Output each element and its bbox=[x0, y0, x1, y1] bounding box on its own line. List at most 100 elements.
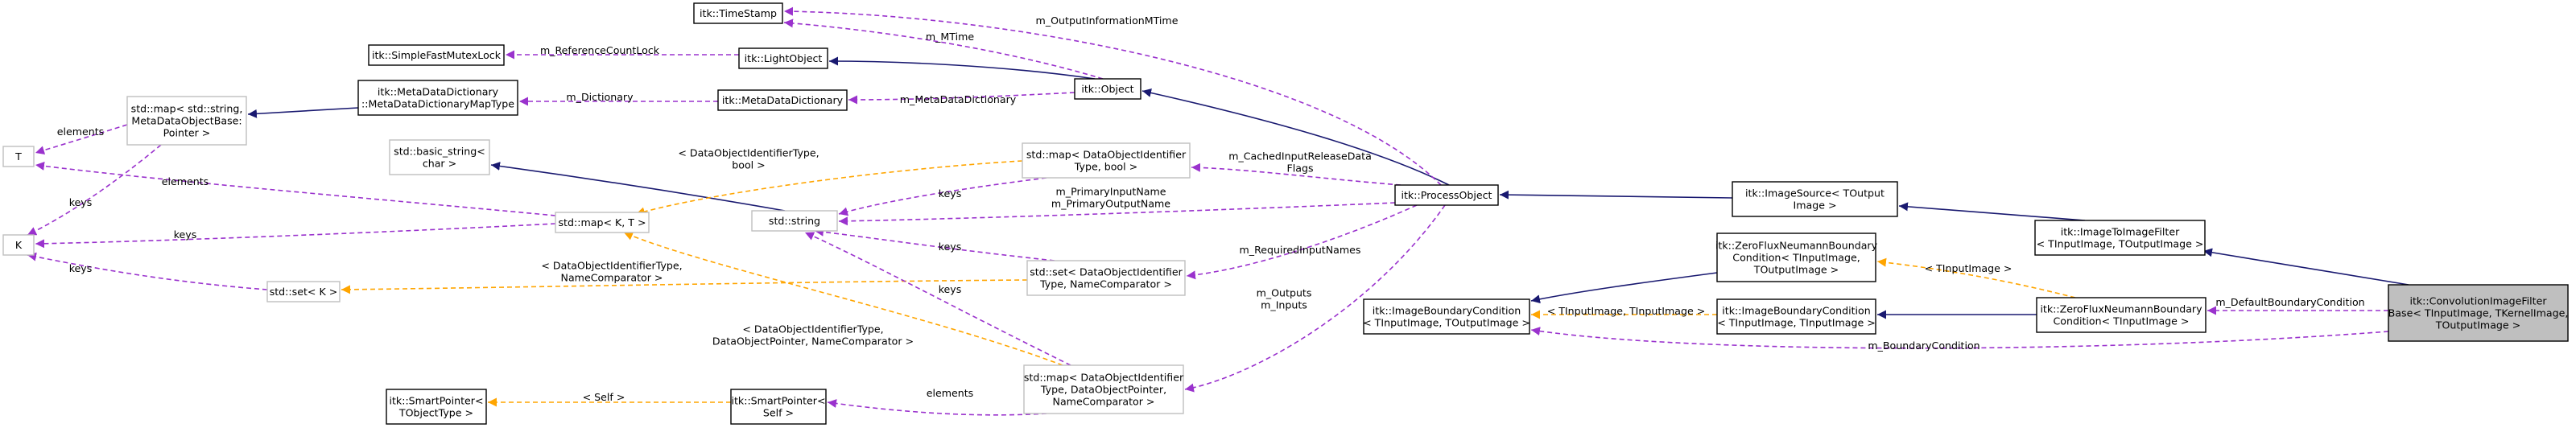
node-T[interactable]: T bbox=[2, 146, 35, 167]
imgfilter-imgsource-edge bbox=[1898, 202, 2086, 221]
node-label: itk::ImageBoundaryCondition bbox=[1722, 305, 1870, 317]
mapdop-mapKT-edge: < DataObjectIdentifierType,DataObjectPoi… bbox=[623, 232, 1063, 366]
edge-label: DataObjectPointer, NameComparator > bbox=[712, 335, 914, 348]
node-box bbox=[2388, 284, 2569, 342]
mddict-mddicttype-edge: m_Dictionary bbox=[519, 91, 718, 106]
node-label: itk::ImageSource< TOutput bbox=[1745, 187, 1885, 200]
node-mapdop[interactable]: std::map< DataObjectIdentifierType, Data… bbox=[1023, 364, 1184, 414]
node-box bbox=[2, 234, 35, 256]
node-setdoit[interactable]: std::set< DataObjectIdentifierType, Name… bbox=[1026, 260, 1186, 296]
node-lightobj[interactable]: itk::LightObject bbox=[738, 47, 828, 69]
node-basicstr[interactable]: std::basic_string<char > bbox=[389, 139, 490, 175]
edge-label: m_PrimaryInputName bbox=[1056, 186, 1166, 198]
conv-zfnbin-edge: m_DefaultBoundaryCondition bbox=[2207, 296, 2388, 315]
node-smartT[interactable]: itk::SmartPointer<TObjectType > bbox=[386, 389, 487, 425]
node-setK[interactable]: std::set< K > bbox=[266, 281, 341, 302]
node-mutex[interactable]: itk::SimpleFastMutexLock bbox=[368, 44, 505, 66]
edge-line bbox=[783, 6, 1442, 186]
edge-line bbox=[827, 399, 1047, 416]
node-imgfilter[interactable]: itk::ImageToImageFilter< TInputImage, TO… bbox=[2034, 220, 2206, 256]
node-stdstring[interactable]: std::string bbox=[751, 210, 838, 232]
node-mapKT[interactable]: std::map< K, T > bbox=[555, 212, 650, 233]
edges-layer: m_DefaultBoundaryCondition m_BoundaryCond… bbox=[27, 6, 2409, 416]
node-label: < TInputImage, TInputImage > bbox=[1717, 317, 1876, 329]
node-label: itk::SimpleFastMutexLock bbox=[372, 49, 502, 61]
edge-line bbox=[838, 202, 1396, 226]
node-box bbox=[1363, 298, 1530, 335]
node-box bbox=[389, 139, 490, 175]
edge-line bbox=[838, 177, 1047, 216]
node-smartself[interactable]: itk::SmartPointer<Self > bbox=[730, 389, 827, 425]
node-label: Type, DataObjectPointer, bbox=[1040, 384, 1166, 396]
edge-label: Flags bbox=[1286, 163, 1313, 175]
node-mddict[interactable]: itk::MetaDataDictionary bbox=[717, 89, 848, 111]
node-box bbox=[266, 281, 341, 302]
node-box bbox=[555, 212, 650, 233]
edge-label: m_Dictionary bbox=[566, 91, 634, 103]
node-mapbool[interactable]: std::map< DataObjectIdentifierType, bool… bbox=[1022, 142, 1191, 179]
procobj-timestamp-edge: m_OutputInformationMTime bbox=[783, 6, 1442, 186]
edge-line bbox=[1186, 204, 1418, 280]
edge-line bbox=[814, 227, 1055, 261]
edge-line bbox=[623, 232, 1063, 366]
node-box bbox=[1023, 364, 1184, 414]
node-box bbox=[1026, 260, 1186, 296]
node-label: itk::ConvolutionImageFilter bbox=[2409, 295, 2547, 307]
procobj-setdoit-edge: m_RequiredInputNames bbox=[1186, 204, 1418, 280]
node-label: itk::TimeStamp bbox=[700, 7, 777, 19]
node-label: T bbox=[14, 150, 22, 163]
node-label: TOutputImage > bbox=[2435, 319, 2520, 331]
node-label: std::set< DataObjectIdentifier bbox=[1030, 266, 1183, 278]
node-stdmapstr[interactable]: std::map< std::string,MetaDataObjectBase… bbox=[126, 96, 247, 146]
node-box bbox=[717, 89, 848, 111]
node-label: TObjectType > bbox=[398, 407, 473, 419]
edge-line bbox=[27, 252, 268, 290]
node-label: std::map< DataObjectIdentifier bbox=[1024, 372, 1184, 384]
setK-K-edge: keys bbox=[27, 252, 268, 290]
node-label: Pointer > bbox=[163, 127, 211, 139]
edge-label: elements bbox=[162, 175, 209, 187]
mapbool-mapKT-edge: < DataObjectIdentifierType,bool > bbox=[635, 147, 1023, 216]
node-ibc[interactable]: itk::ImageBoundaryCondition< TInputImage… bbox=[1363, 298, 1530, 335]
node-label: itk::ZeroFluxNeumannBoundary bbox=[1715, 240, 1878, 252]
node-object[interactable]: itk::Object bbox=[1074, 78, 1141, 100]
node-procobj[interactable]: itk::ProcessObject bbox=[1394, 184, 1499, 206]
procobj-object-edge bbox=[1141, 88, 1450, 186]
edge-label: keys bbox=[939, 283, 962, 295]
node-imgsource[interactable]: itk::ImageSource< TOutputImage > bbox=[1732, 181, 1898, 217]
node-box bbox=[368, 44, 505, 66]
node-label: std::map< K, T > bbox=[558, 216, 646, 228]
edge-line bbox=[1191, 163, 1402, 186]
edge-label: m_RequiredInputNames bbox=[1240, 244, 1361, 256]
conv-ibc-edge: m_BoundaryCondition bbox=[1530, 327, 2389, 352]
node-mddicttype[interactable]: itk::MetaDataDictionary::MetaDataDiction… bbox=[357, 80, 518, 116]
edge-label: m_MTime bbox=[926, 31, 975, 43]
node-box bbox=[738, 47, 828, 69]
mapbool-stdstring-edge: keys bbox=[838, 177, 1047, 216]
edge-label: keys bbox=[939, 241, 962, 253]
node-label: Self > bbox=[763, 407, 794, 419]
node-timestamp[interactable]: itk::TimeStamp bbox=[693, 2, 783, 24]
edge-label: keys bbox=[939, 187, 962, 200]
edge-label: elements bbox=[57, 126, 105, 138]
zfnbin-zfnb-edge: < TInputImage > bbox=[1876, 257, 2076, 298]
edge-line bbox=[848, 92, 1075, 105]
node-label: NameComparator > bbox=[1053, 396, 1155, 408]
node-K[interactable]: K bbox=[2, 234, 35, 256]
node-label: itk::SmartPointer< bbox=[731, 395, 825, 407]
node-label: char > bbox=[423, 158, 456, 170]
lightobj-mutex-edge: m_ReferenceCountLock bbox=[506, 44, 739, 60]
node-box bbox=[126, 96, 247, 146]
node-label: std::string bbox=[769, 215, 820, 227]
edge-label: < TInputImage > bbox=[1925, 262, 2013, 274]
node-ibcin[interactable]: itk::ImageBoundaryCondition< TInputImage… bbox=[1716, 298, 1876, 335]
edge-line bbox=[1141, 88, 1450, 186]
stdstring-basicstr-edge bbox=[490, 162, 786, 212]
conv-imgfilter-edge bbox=[2202, 248, 2409, 286]
node-label: itk::SmartPointer< bbox=[389, 395, 483, 407]
zfnb-ibc-edge bbox=[1530, 272, 1718, 304]
